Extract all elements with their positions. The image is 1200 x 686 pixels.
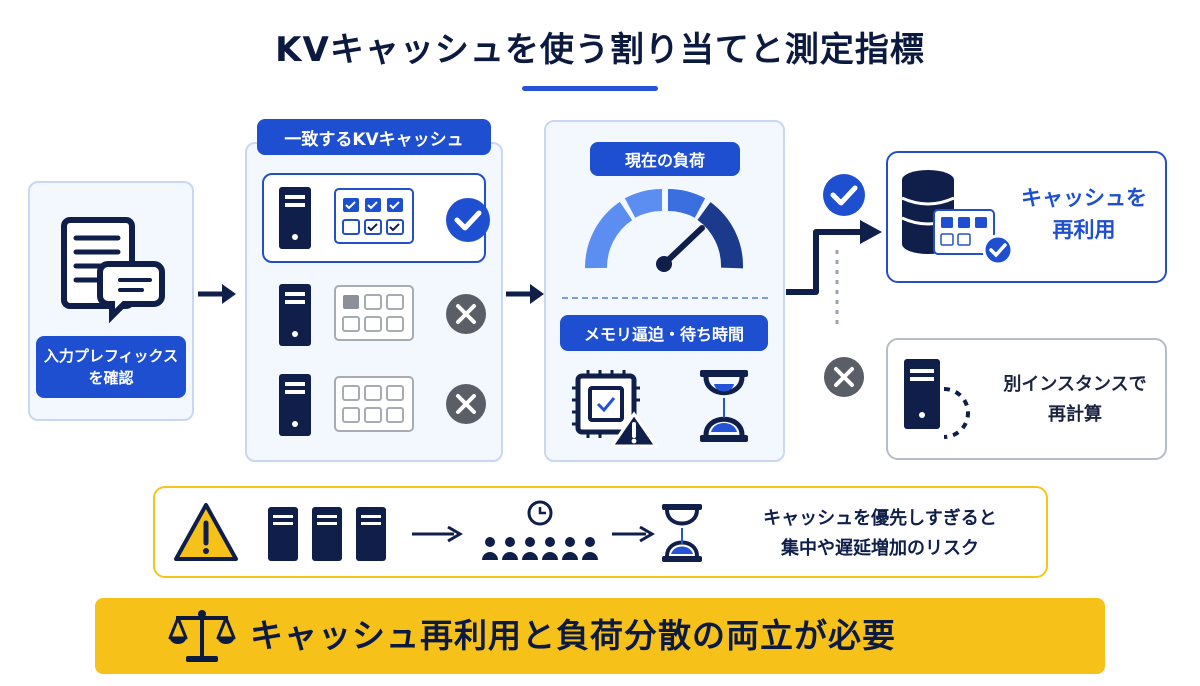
x-circle-icon: [446, 294, 486, 334]
hourglass-icon: [662, 504, 702, 562]
memory-pressure-wait-time-label: メモリ逼迫・待ち時間: [560, 315, 768, 351]
branch-arrow: [786, 220, 882, 295]
title-underline: [522, 86, 658, 91]
arrow-right-icon: [198, 284, 236, 304]
reuse-cache-label-line1: キャッシュを: [1021, 186, 1147, 210]
input-prefix-label: 入力プレフィックス を確認: [36, 336, 186, 398]
server-icon: [279, 284, 311, 346]
servers-icon: [268, 507, 386, 561]
waiting-users-clock-icon: [482, 500, 598, 560]
database-cache-check-icon: [901, 170, 1014, 266]
risk-warning-text: キャッシュを優先しすぎると 集中や遅延増加のリスク: [730, 504, 1030, 564]
hourglass-icon: [700, 370, 748, 442]
input-prefix-label-line1: 入力プレフィックス: [43, 347, 179, 365]
dotted-connector: [835, 250, 839, 330]
input-prefix-label-line2: を確認: [88, 369, 134, 387]
arrow-right-icon: [506, 284, 544, 304]
matching-kv-cache-header: 一致するKVキャッシュ: [257, 119, 491, 155]
reuse-cache-label-line2: 再利用: [1052, 218, 1116, 242]
x-circle-icon: [824, 357, 864, 397]
cache-block-grid-icon: [334, 188, 414, 244]
conclusion-banner: [95, 598, 1105, 674]
current-load-header: 現在の負荷: [590, 142, 740, 176]
check-circle-icon: [823, 174, 865, 216]
recompute-label-line1: 別インスタンスで: [1003, 374, 1147, 395]
reuse-cache-label: キャッシュを 再利用: [1010, 182, 1158, 246]
document-chat-icon: [61, 217, 165, 324]
page-title: KVキャッシュを使う割り当てと測定指標: [275, 30, 925, 70]
x-circle-icon: [446, 384, 486, 424]
memory-chip-warning-icon: [572, 370, 659, 448]
gauge-icon: [584, 189, 743, 272]
conclusion-text: キャッシュ再利用と負荷分散の両立が必要: [250, 616, 896, 655]
server-icon: [279, 374, 311, 436]
recompute-label-line2: 再計算: [1048, 404, 1102, 425]
load-divider: [562, 297, 768, 299]
recompute-label: 別インスタンスで 再計算: [990, 370, 1160, 430]
cache-block-grid-icon: [334, 285, 414, 341]
risk-warning-line2: 集中や遅延増加のリスク: [781, 538, 979, 559]
check-circle-icon: [446, 198, 490, 242]
warning-triangle-icon: [174, 503, 238, 561]
risk-warning-line1: キャッシュを優先しすぎると: [763, 508, 997, 529]
risk-warning-bar: [153, 486, 1048, 578]
arrow-right-icon: [612, 525, 655, 543]
cache-block-grid-icon: [334, 376, 414, 432]
balance-scale-icon: [168, 610, 236, 662]
arrow-right-icon: [412, 525, 463, 543]
server-icon: [279, 187, 311, 249]
server-recompute-icon: [904, 359, 970, 439]
